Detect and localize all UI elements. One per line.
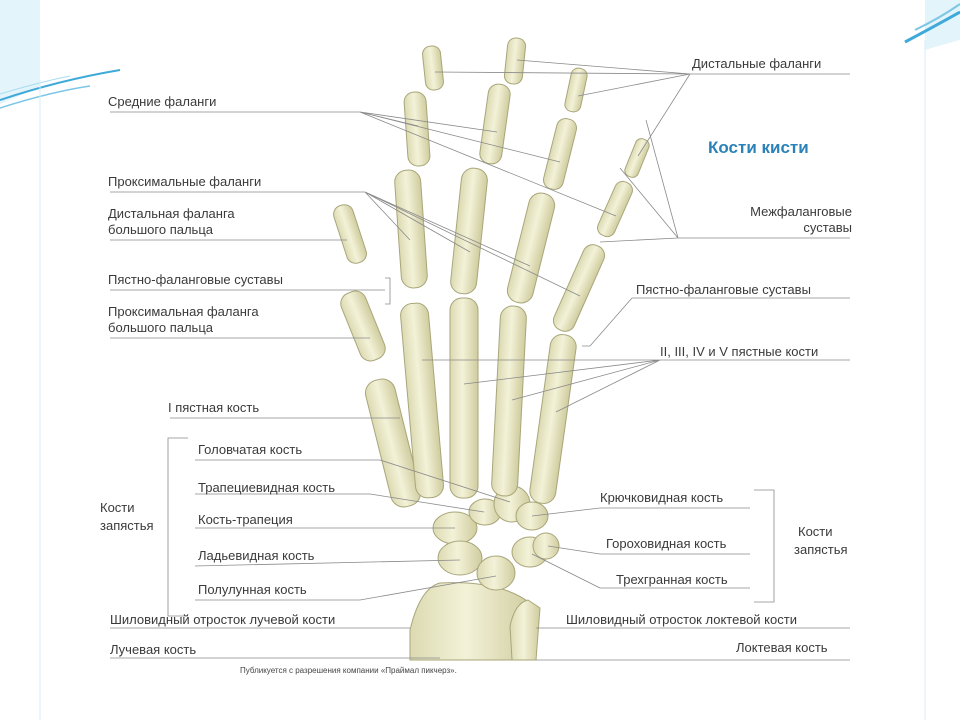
middle-distal-phalanx <box>503 37 527 85</box>
label-interphalangeal-line1: Межфаланговые <box>750 204 852 219</box>
label-thumb-proximal-line2: большого пальца <box>108 320 214 335</box>
slide-swoosh-right <box>904 0 960 50</box>
pisiform-bone <box>532 532 560 560</box>
index-proximal-phalanx <box>394 169 428 289</box>
ring-distal-phalanx <box>564 67 588 113</box>
metacarpal-2-bone <box>400 302 444 499</box>
label-thumb-proximal-line1: Проксимальная фаланга <box>108 304 259 319</box>
ulna-bone <box>509 599 541 661</box>
metacarpal-bones <box>364 297 577 508</box>
label-metacarpal-1: I пястная кость <box>168 400 260 415</box>
thumb-phalanges <box>333 204 386 362</box>
label-carpal-right-line2: запястья <box>794 542 848 557</box>
ring-proximal-phalanx <box>506 192 556 304</box>
leader-lines <box>110 59 850 661</box>
little-proximal-phalanx <box>552 244 606 332</box>
label-radial-styloid: Шиловидный отросток лучевой кости <box>110 612 336 627</box>
label-mcp-joints-right: Пястно-фаланговые суставы <box>636 282 811 297</box>
metacarpal-4-bone <box>491 305 527 497</box>
label-trapezoid: Трапециевидная кость <box>198 480 335 495</box>
ring-middle-phalanx <box>542 118 578 190</box>
label-thumb-distal-line2: большого пальца <box>108 222 214 237</box>
label-capitate: Головчатая кость <box>198 442 303 457</box>
label-carpal-left-line1: Кости <box>100 500 135 515</box>
label-middle-phalanges: Средние фаланги <box>108 94 217 109</box>
hand-bones-figure: Кости кисти Средние фаланги Проксимальны… <box>60 28 900 688</box>
index-middle-phalanx <box>403 91 431 167</box>
little-middle-phalanx <box>597 180 633 238</box>
hand-bones-illustration <box>110 37 850 661</box>
metacarpal-5-bone <box>529 334 577 504</box>
label-pisiform: Гороховидная кость <box>606 536 727 551</box>
label-triquetrum: Трехгранная кость <box>616 572 728 587</box>
index-distal-phalanx <box>422 45 444 91</box>
metacarpal-3-bone <box>449 297 479 499</box>
little-distal-phalanx <box>624 138 650 178</box>
label-carpal-right-line1: Кости <box>798 524 833 539</box>
middle-proximal-phalanx <box>450 167 488 295</box>
label-metacarpals-2-5: II, III, IV и V пястные кости <box>660 344 819 359</box>
carpal-bones <box>432 485 560 591</box>
thumb-distal-phalanx <box>333 204 367 264</box>
thumb-proximal-phalanx <box>340 290 386 362</box>
lunate-bone <box>476 555 516 591</box>
label-interphalangeal-line2: суставы <box>803 220 852 235</box>
label-scaphoid: Ладьевидная кость <box>198 548 315 563</box>
figure-title: Кости кисти <box>708 138 809 157</box>
label-trapezium: Кость-трапеция <box>198 512 293 527</box>
scaphoid-bone <box>437 540 483 576</box>
label-carpal-left-line2: запястья <box>100 518 154 533</box>
label-hamate: Крючковидная кость <box>600 490 724 505</box>
label-proximal-phalanges: Проксимальные фаланги <box>108 174 262 189</box>
label-lunate: Полулунная кость <box>198 582 307 597</box>
metacarpal-1-bone <box>364 378 422 508</box>
label-ulnar-styloid: Шиловидный отросток локтевой кости <box>566 612 797 627</box>
label-radius: Лучевая кость <box>110 642 197 657</box>
label-ulna: Локтевая кость <box>736 640 828 655</box>
label-distal-phalanges: Дистальные фаланги <box>692 56 822 71</box>
middle-middle-phalanx <box>479 83 511 165</box>
image-credit: Публикуется с разрешения компании «Прайм… <box>240 666 457 675</box>
finger-phalanges <box>394 37 650 332</box>
label-mcp-joints-left: Пястно-фаланговые суставы <box>108 272 283 287</box>
label-thumb-distal-line1: Дистальная фаланга <box>108 206 235 221</box>
